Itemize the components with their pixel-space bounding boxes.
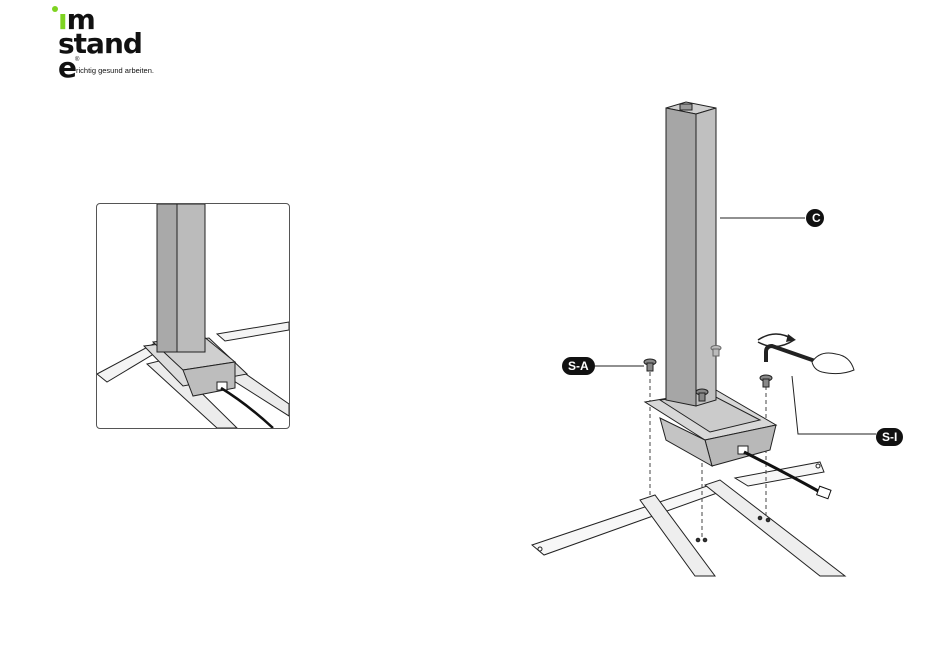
- detail-view-inset: [96, 203, 290, 429]
- rotate-arrow-icon: [758, 334, 796, 347]
- callout-screw-si: S-I: [876, 428, 903, 446]
- cable-connector: [817, 486, 831, 499]
- detail-illustration: [97, 204, 289, 428]
- screw-si: [760, 375, 772, 387]
- screw-back: [711, 346, 721, 357]
- callout-column-c: C: [806, 209, 824, 227]
- registered-mark: ®: [75, 57, 79, 63]
- callout-screw-sa: S-A: [562, 357, 595, 375]
- imstande-logo: ım stand e ® richtig gesund arbeiten.: [52, 4, 182, 86]
- leader-si: [792, 376, 876, 434]
- column-c: [666, 102, 716, 406]
- hex-key-icon: [766, 346, 818, 362]
- logo-line-3: e: [58, 56, 76, 80]
- hand-icon: [812, 353, 854, 374]
- screw-sa: [644, 359, 656, 371]
- logo-tagline: richtig gesund arbeiten.: [76, 66, 154, 75]
- assembly-illustration: [520, 100, 940, 580]
